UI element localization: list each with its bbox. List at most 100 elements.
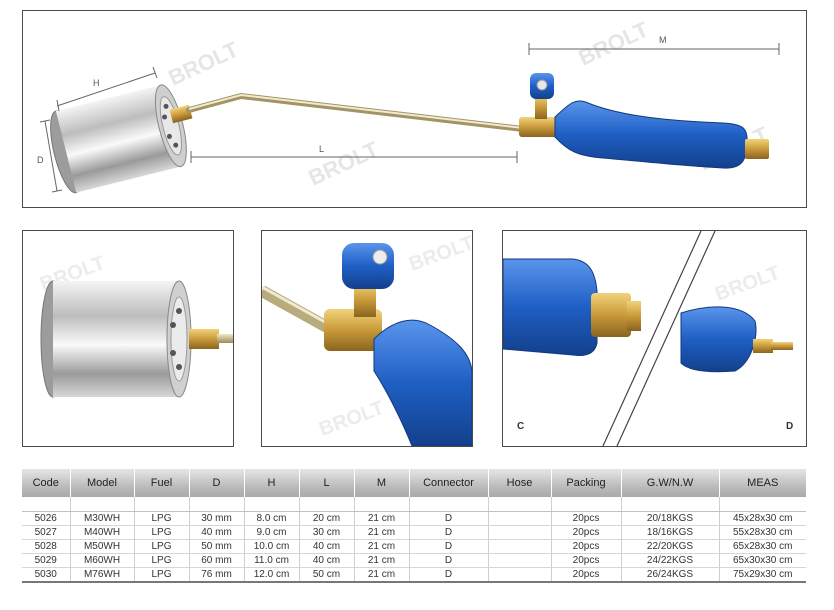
cell-fuel: LPG [134,567,190,583]
cell-d: 30 mm [189,511,245,526]
cell-fuel: LPG [134,525,190,540]
header-m: M [354,469,410,497]
table-row: 5026 M30WH LPG 30 mm 8.0 cm 20 cm 21 cm … [22,511,806,526]
burner-closeup: BROLT [37,252,233,398]
cell-packing: 20pcs [551,539,622,554]
cell-l: 40 cm [299,539,355,554]
valve-stem [535,95,547,119]
cell-code: 5026 [22,511,71,526]
cell-connector: D [409,539,489,554]
gas-tube [186,92,526,132]
table-row: 5027 M40WH LPG 40 mm 9.0 cm 30 cm 21 cm … [22,525,806,540]
spec-table: Code Model Fuel D H L M Connector Hose P… [22,469,806,583]
header-fuel: Fuel [134,469,190,497]
cell-connector: D [409,553,489,568]
watermark: BROLT [712,262,783,306]
cell-model: M60WH [70,553,135,568]
cell-h: 10.0 cm [244,539,300,554]
header-h: H [244,469,300,497]
detail-label-c: C [517,421,525,432]
valve-closeup: BROLT BROLT [262,232,472,446]
cell-fuel: LPG [134,511,190,526]
table-row: 5030 M76WH LPG 76 mm 12.0 cm 50 cm 21 cm… [22,567,806,583]
svg-text:H: H [93,78,100,88]
cell-m: 21 cm [354,567,410,583]
detail-burner-panel: BROLT [22,230,234,447]
cell-h: 11.0 cm [244,553,300,568]
header-d: D [189,469,245,497]
cell-l: 40 cm [299,553,355,568]
cell-d: 50 mm [189,539,245,554]
cell-gw-nw: 22/20KGS [621,539,720,554]
cell-hose [488,553,552,568]
header-code: Code [22,469,71,497]
cell-gw-nw: 20/18KGS [621,511,720,526]
cell-code: 5027 [22,525,71,540]
cell-packing: 20pcs [551,525,622,540]
cell-code: 5028 [22,539,71,554]
cell-d: 40 mm [189,525,245,540]
cell-h: 8.0 cm [244,511,300,526]
cell-meas: 65x30x30 cm [719,553,806,568]
cell-packing: 20pcs [551,553,622,568]
cell-meas: 45x28x30 cm [719,511,806,526]
header-connector: Connector [409,469,489,497]
cell-l: 50 cm [299,567,355,583]
dimension-h: H [56,66,158,112]
cell-model: M76WH [70,567,135,583]
cell-h: 12.0 cm [244,567,300,583]
watermark: BROLT [305,136,383,190]
watermark: BROLT [406,232,472,276]
detail-valve-panel: BROLT BROLT [261,230,473,447]
detail-label-d: D [786,421,794,432]
dimension-d: D [37,119,63,193]
cell-connector: D [409,525,489,540]
watermark: BROLT [165,36,243,90]
cell-fuel: LPG [134,539,190,554]
svg-text:M: M [659,35,667,45]
header-gw-nw: G.W/N.W [621,469,720,497]
cell-connector: D [409,511,489,526]
cell-model: M50WH [70,539,135,554]
watermark: BROLT [316,397,387,441]
dimension-m: M [528,35,780,55]
cell-m: 21 cm [354,525,410,540]
header-meas: MEAS [719,469,806,497]
cell-meas: 65x28x30 cm [719,539,806,554]
burner-cylinder [50,84,187,194]
svg-text:L: L [319,144,324,154]
handle-grip[interactable] [554,100,748,169]
connector-fitting [745,139,769,159]
cell-d: 76 mm [189,567,245,583]
cell-h: 9.0 cm [244,525,300,540]
watermark: BROLT [575,16,653,70]
cell-model: M40WH [70,525,135,540]
table-row: 5029 M60WH LPG 60 mm 11.0 cm 40 cm 21 cm… [22,553,806,568]
table-header-row: Code Model Fuel D H L M Connector Hose P… [22,469,806,497]
header-hose: Hose [488,469,552,497]
detail-connector-panel: BROLT BROLT C D [502,230,807,447]
cell-l: 20 cm [299,511,355,526]
header-packing: Packing [551,469,622,497]
cell-gw-nw: 24/22KGS [621,553,720,568]
cell-packing: 20pcs [551,567,622,583]
cell-fuel: LPG [134,553,190,568]
cell-connector: D [409,567,489,583]
cell-meas: 75x29x30 cm [719,567,806,583]
svg-text:D: D [37,155,44,165]
cell-meas: 55x28x30 cm [719,525,806,540]
connector-closeup: BROLT BROLT [503,231,793,446]
cell-hose [488,567,552,583]
cell-model: M30WH [70,511,135,526]
cell-m: 21 cm [354,511,410,526]
cell-d: 60 mm [189,553,245,568]
cell-hose [488,525,552,540]
cell-hose [488,539,552,554]
cell-hose [488,511,552,526]
cell-packing: 20pcs [551,511,622,526]
cell-code: 5030 [22,567,71,583]
table-spacer-row [22,497,806,512]
main-product-panel: BROLT BROLT BROLT BROLT [22,10,807,208]
header-l: L [299,469,355,497]
cell-gw-nw: 18/16KGS [621,525,720,540]
